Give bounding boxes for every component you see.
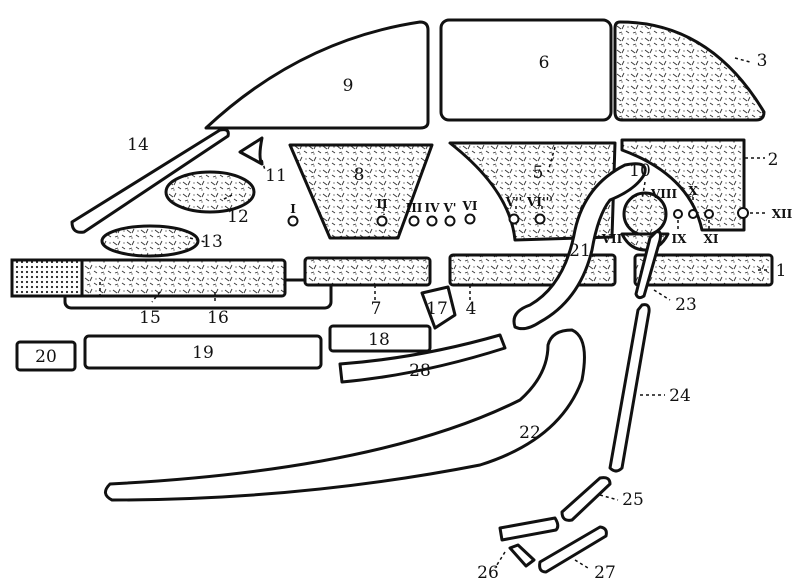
bone-11 (238, 136, 264, 166)
bone-3 (613, 20, 766, 122)
bone-25 (560, 476, 612, 522)
label-11: 11 (265, 166, 287, 186)
bone-8 (288, 143, 434, 240)
label-2: 2 (768, 150, 779, 170)
bone-1 (633, 253, 774, 287)
bone-20 (15, 340, 77, 372)
bone-6 (439, 18, 613, 122)
bone-23 (634, 230, 662, 300)
label-20: 20 (35, 347, 57, 367)
label-26: 26 (477, 563, 499, 583)
nerve-V1: V' (443, 201, 457, 215)
foramina (287, 207, 749, 227)
label-1: 1 (776, 261, 787, 281)
nerve-VI2: VI''' (526, 195, 553, 209)
bone-27 (538, 525, 608, 574)
bone-5 (448, 141, 617, 242)
bone-13 (100, 224, 200, 258)
nerve-IV: IV (425, 201, 441, 215)
label-19: 19 (192, 343, 214, 363)
label-13: 13 (201, 232, 223, 252)
bone-2 (620, 138, 746, 232)
bone-12 (164, 170, 256, 214)
bone-21 (512, 162, 647, 331)
label-12: 12 (227, 207, 249, 227)
bone-7 (303, 256, 432, 287)
label-9: 9 (343, 76, 354, 96)
label-15: 15 (139, 308, 161, 328)
label-23: 23 (675, 295, 697, 315)
label-5: 5 (533, 163, 544, 183)
label-3: 3 (757, 51, 768, 71)
bone-26a (498, 516, 560, 542)
label-17: 17 (426, 299, 448, 319)
label-8: 8 (354, 165, 365, 185)
nerve-VIII: VIII (650, 187, 678, 201)
nerve-VI: VI (462, 199, 478, 213)
label-21: 21 (569, 241, 591, 261)
label-18: 18 (368, 330, 390, 350)
label-4: 4 (466, 299, 477, 319)
bone-28 (338, 333, 507, 384)
bone-18 (328, 324, 432, 353)
label-7: 7 (371, 299, 382, 319)
label-6: 6 (539, 53, 550, 73)
nerve-V2: V'' (505, 195, 523, 209)
label-28: 28 (409, 361, 431, 381)
nerve-I: I (290, 202, 296, 216)
label-27: 27 (594, 563, 616, 583)
bone-24 (608, 303, 651, 473)
label-22: 22 (519, 423, 541, 443)
label-14: 14 (127, 135, 149, 155)
nerve-VII: VII (601, 232, 623, 246)
nerve-X: X (688, 184, 698, 198)
dotted-cartilage (10, 258, 84, 298)
bone-17 (420, 285, 457, 330)
nerve-IX: IX (672, 232, 688, 246)
label-25: 25 (622, 490, 644, 510)
bone-9 (204, 20, 430, 130)
nerve-II: II (376, 197, 388, 211)
nerve-XI: XI (704, 232, 719, 246)
label-16: 16 (207, 308, 229, 328)
bone-19 (83, 334, 323, 370)
label-24: 24 (669, 386, 691, 406)
bone-22 (104, 328, 586, 502)
nerve-III: III (406, 201, 423, 215)
label-10: 10 (629, 161, 651, 181)
bone-26b (508, 543, 536, 568)
bone-14 (70, 128, 230, 234)
nerve-XII: XII (772, 207, 793, 221)
